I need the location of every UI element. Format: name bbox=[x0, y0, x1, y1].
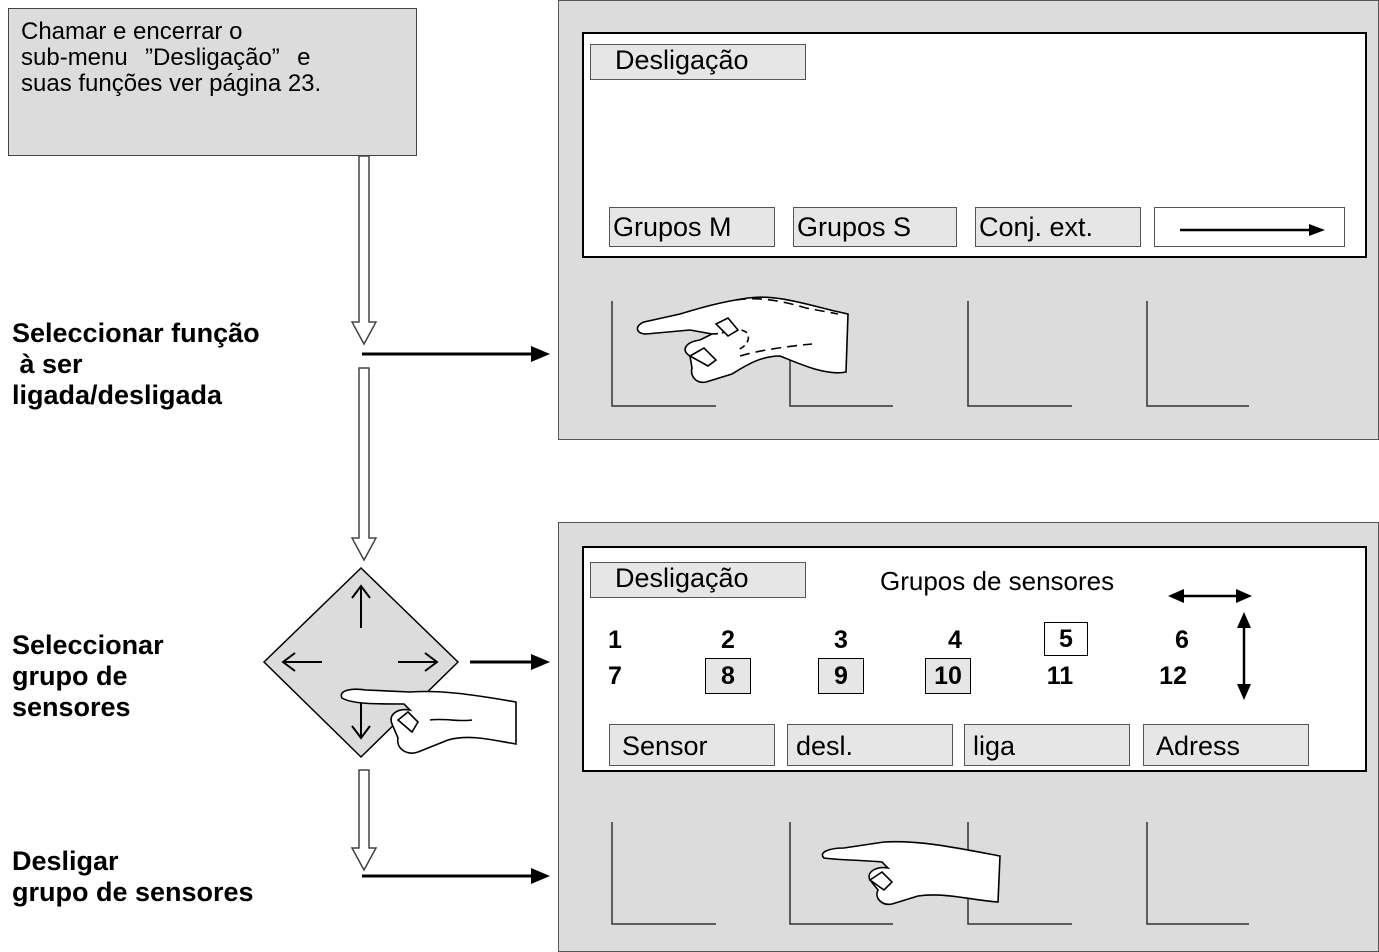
pointing-hand-icon bbox=[636, 296, 849, 384]
flow-arrow-1 bbox=[350, 155, 378, 346]
note-line-3: suas funções ver página 23. bbox=[21, 70, 322, 97]
screen2-subtitle: Grupos de sensores bbox=[880, 566, 1115, 596]
note-line-1: Chamar e encerrar o bbox=[21, 18, 243, 45]
pointer-arrow-1 bbox=[362, 346, 550, 362]
dpad-control[interactable] bbox=[262, 566, 460, 759]
right-arrow-icon bbox=[1180, 224, 1325, 236]
left-arrow-icon bbox=[281, 652, 322, 672]
pointer-arrow-2 bbox=[470, 654, 550, 670]
flow-arrow-3 bbox=[350, 769, 378, 872]
sensor-group-1[interactable]: 1 bbox=[608, 626, 622, 654]
step-select-function: Seleccionar função à ser ligada/desligad… bbox=[12, 318, 260, 411]
softkey-label-sensor: Sensor bbox=[609, 724, 775, 766]
horizontal-double-arrow-icon bbox=[1168, 589, 1252, 603]
sensor-group-9-disabled[interactable]: 9 bbox=[818, 658, 864, 694]
sensor-group-6[interactable]: 6 bbox=[1175, 626, 1189, 654]
vertical-double-arrow-icon bbox=[1237, 612, 1251, 700]
pointer-arrow-3 bbox=[362, 868, 550, 884]
screen1-title: Desligação bbox=[590, 44, 806, 80]
sensor-group-8-disabled[interactable]: 8 bbox=[705, 658, 751, 694]
pointing-hand-icon bbox=[821, 840, 1001, 906]
pointing-hand-icon bbox=[340, 688, 517, 754]
step3-line-2: grupo de sensores bbox=[12, 877, 254, 907]
flow-arrow-2 bbox=[350, 367, 378, 562]
softkey-label-liga: liga bbox=[964, 724, 1130, 766]
step2-line-1: Seleccionar bbox=[12, 630, 164, 660]
step3-line-1: Desligar bbox=[12, 846, 119, 876]
sensor-group-7[interactable]: 7 bbox=[608, 662, 622, 690]
instruction-note: Chamar e encerrar o sub-menu ”Desligação… bbox=[8, 8, 417, 156]
sensor-group-2[interactable]: 2 bbox=[721, 626, 735, 654]
screen2-title: Desligação bbox=[590, 562, 806, 598]
step-disable-sensor-group: Desligar grupo de sensores bbox=[12, 846, 254, 908]
sensor-group-4[interactable]: 4 bbox=[948, 626, 962, 654]
softkey-label-grupos-m: Grupos M bbox=[609, 207, 775, 247]
step1-line-2: à ser bbox=[12, 349, 83, 379]
step1-line-3: ligada/desligada bbox=[12, 380, 223, 410]
softkey-label-adress: Adress bbox=[1143, 724, 1309, 766]
sensor-group-3[interactable]: 3 bbox=[834, 626, 848, 654]
up-arrow-icon bbox=[351, 584, 371, 628]
step-select-sensor-group: Seleccionar grupo de sensores bbox=[12, 630, 164, 723]
step2-line-3: sensores bbox=[12, 692, 131, 722]
softkey-label-next bbox=[1154, 207, 1345, 247]
sensor-group-12[interactable]: 12 bbox=[1159, 662, 1187, 690]
right-arrow-icon bbox=[398, 652, 439, 672]
sensor-group-5-selected[interactable]: 5 bbox=[1044, 622, 1088, 656]
softkey-label-desl: desl. bbox=[787, 724, 953, 766]
softkey-label-grupos-s: Grupos S bbox=[793, 207, 957, 247]
softkey-label-conj-ext: Conj. ext. bbox=[975, 207, 1141, 247]
note-line-2: sub-menu ”Desligação” e bbox=[21, 44, 311, 71]
down-arrow-icon bbox=[351, 700, 371, 740]
sensor-group-11[interactable]: 11 bbox=[1046, 662, 1074, 690]
step2-line-2: grupo de bbox=[12, 661, 128, 691]
step1-line-1: Seleccionar função bbox=[12, 318, 260, 348]
sensor-group-10-disabled[interactable]: 10 bbox=[925, 658, 971, 694]
